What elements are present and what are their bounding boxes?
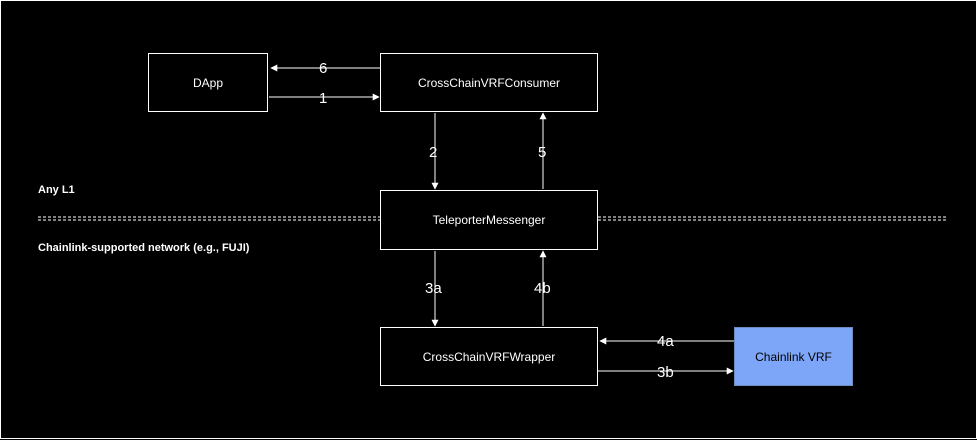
node-crosschain-vrf-wrapper[interactable]: CrossChainVRFWrapper xyxy=(380,327,598,386)
edge-3b-label: 3b xyxy=(657,364,674,381)
node-crosschain-vrf-consumer[interactable]: CrossChainVRFConsumer xyxy=(380,53,598,112)
network-boundary-line xyxy=(38,216,946,221)
node-teleporter-label: TeleporterMessenger xyxy=(432,213,546,227)
node-consumer-label: CrossChainVRFConsumer xyxy=(417,75,561,90)
edge-1-label: 1 xyxy=(319,90,327,107)
edge-6-label: 6 xyxy=(319,60,327,77)
region-label-any-l1: Any L1 xyxy=(38,184,75,196)
node-chainlink-vrf[interactable]: Chainlink VRF xyxy=(734,327,853,386)
edge-4b-label: 4b xyxy=(534,280,551,297)
edge-4a-label: 4a xyxy=(657,333,674,350)
node-teleporter-messenger[interactable]: TeleporterMessenger xyxy=(380,190,598,250)
edge-3a-label: 3a xyxy=(425,280,442,297)
edge-2-label: 2 xyxy=(429,144,437,161)
node-dapp-label: DApp xyxy=(192,75,224,90)
node-vrf-label: Chainlink VRF xyxy=(755,349,832,364)
node-wrapper-label: CrossChainVRFWrapper xyxy=(422,349,556,364)
edge-5-label: 5 xyxy=(538,144,546,161)
node-dapp[interactable]: DApp xyxy=(148,53,268,112)
region-label-chainlink-network: Chainlink-supported network (e.g., FUJI) xyxy=(38,242,250,254)
